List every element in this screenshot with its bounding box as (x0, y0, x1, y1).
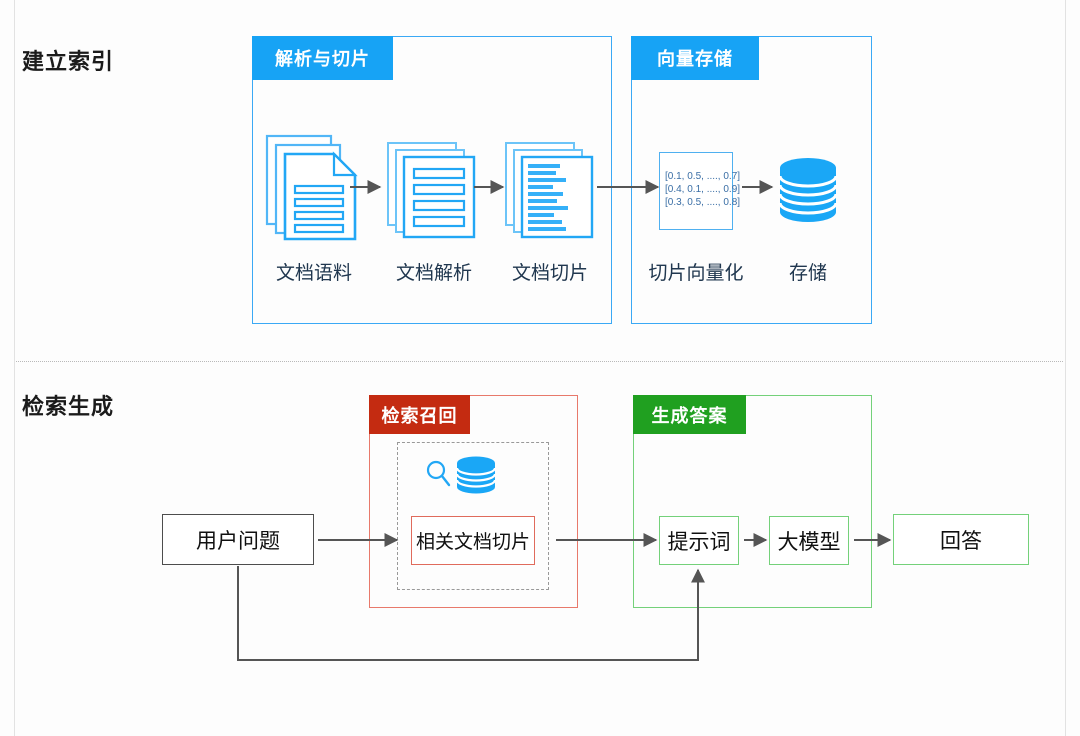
panel-generate-answer (633, 395, 872, 608)
node-llm-label: 大模型 (777, 530, 841, 554)
caption-doc-parse: 文档解析 (395, 263, 472, 284)
node-answer-label: 回答 (940, 529, 982, 553)
page-edge-right (1065, 0, 1066, 736)
caption-doc-chunk: 文档切片 (511, 263, 588, 284)
magnifier-icon (424, 459, 452, 489)
node-prompt-label: 提示词 (667, 530, 731, 554)
node-prompt[interactable]: 提示词 (659, 516, 739, 565)
page-edge-left (14, 0, 15, 736)
node-relevant-chunks[interactable]: 相关文档切片 (411, 516, 535, 565)
vector-values-line-2: [0.4, 0.1, ...., 0.9] (665, 184, 741, 195)
panel-tab-generate-answer: 生成答案 (633, 395, 746, 434)
vector-matrix-icon (659, 152, 733, 230)
section-divider (16, 361, 1063, 362)
node-llm[interactable]: 大模型 (769, 516, 849, 565)
section-title-retrieval: 检索生成 (22, 394, 115, 419)
node-relevant-chunks-label: 相关文档切片 (415, 532, 530, 553)
database-icon (777, 155, 839, 227)
caption-doc-corpus: 文档语料 (275, 263, 352, 284)
panel-tab-parse-chunk: 解析与切片 (252, 36, 393, 80)
panel-tab-vector-store: 向量存储 (631, 36, 759, 80)
database-icon-retrieval (455, 455, 497, 495)
stacked-documents-icon (264, 133, 364, 243)
panel-tab-retrieve-recall: 检索召回 (369, 395, 470, 434)
node-answer[interactable]: 回答 (893, 514, 1029, 565)
vector-values-line-1: [0.1, 0.5, ...., 0.7] (665, 171, 741, 182)
vector-values-line-3: [0.3, 0.5, ...., 0.8] (665, 197, 741, 208)
stacked-parsed-pages-icon (385, 140, 480, 240)
node-user-question[interactable]: 用户问题 (162, 514, 314, 565)
caption-storage: 存储 (788, 263, 827, 284)
stacked-chunked-pages-icon (503, 140, 598, 240)
section-title-indexing: 建立索引 (22, 49, 115, 74)
caption-chunk-vectorize: 切片向量化 (648, 263, 744, 284)
node-user-question-label: 用户问题 (196, 529, 280, 553)
panel-parse-chunk (252, 36, 612, 324)
